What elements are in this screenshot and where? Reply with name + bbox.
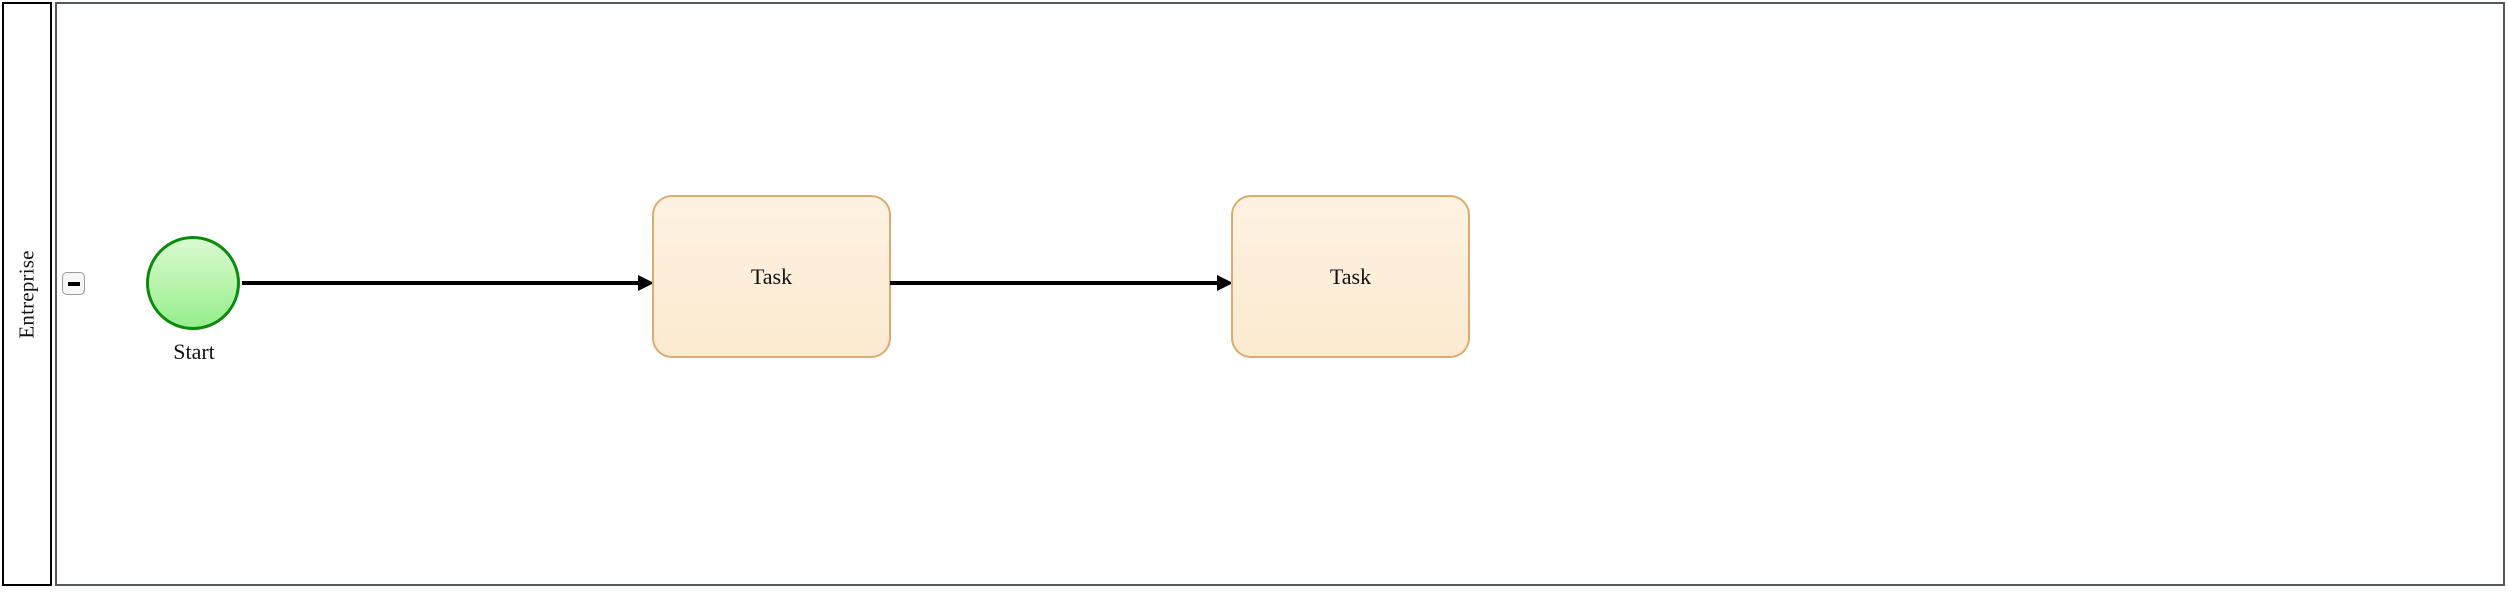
start-event-circle[interactable]: [146, 236, 240, 330]
pool-collapse-button[interactable]: [62, 272, 85, 295]
arrowhead-icon: [638, 275, 654, 291]
pool-header-entreprise[interactable]: Entreprise: [2, 2, 52, 586]
pool-name-label: Entreprise: [14, 249, 39, 339]
flow-line: [890, 281, 1217, 285]
task-label: Task: [750, 263, 793, 289]
task-label: Task: [1329, 263, 1372, 289]
task-node-2[interactable]: Task: [1231, 195, 1470, 358]
task-node-1[interactable]: Task: [652, 195, 891, 358]
arrowhead-icon: [1217, 275, 1233, 291]
start-event-label: Start: [173, 339, 215, 364]
minus-icon: [67, 281, 80, 286]
sequence-flow-task-1-to-task-2[interactable]: [890, 275, 1233, 291]
sequence-flow-start-to-task-1[interactable]: [242, 275, 654, 291]
start-event[interactable]: Start: [146, 236, 242, 365]
flow-line: [242, 281, 638, 285]
